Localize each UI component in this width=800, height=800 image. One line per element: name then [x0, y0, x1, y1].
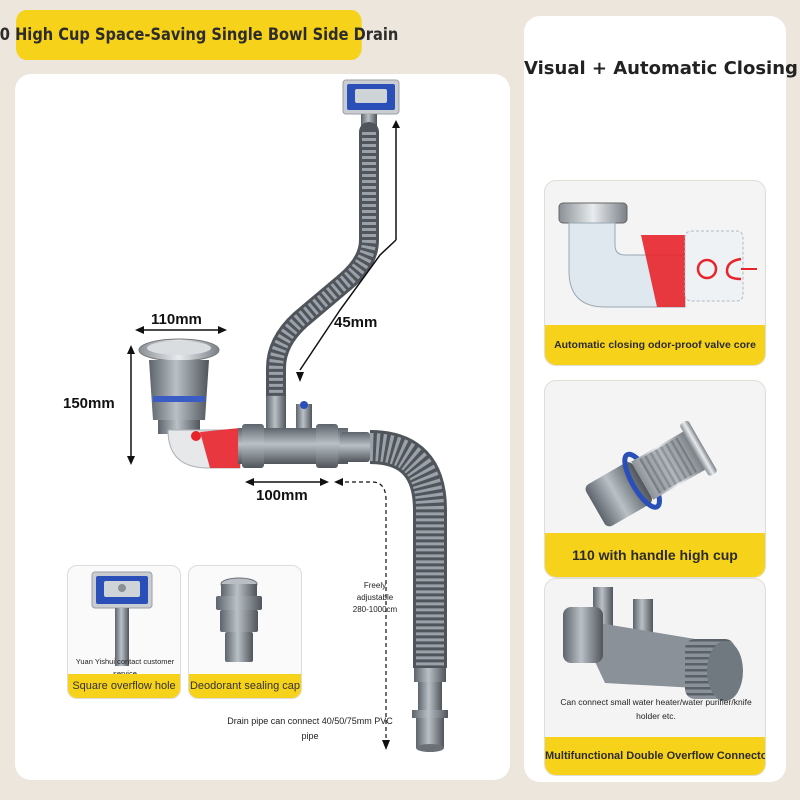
adjustable-note: Freely adjustable 280-1000cm	[352, 581, 398, 614]
dim-overflow-height: 45mm	[334, 314, 378, 331]
card-double-overflow: Can connect small water heater/water pur…	[544, 578, 766, 776]
dim-height: 150mm	[63, 395, 115, 412]
double-overflow-caption: Can connect small water heater/water pur…	[560, 697, 752, 721]
square-overflow-caption: Yuan Yishui contact customer service	[75, 657, 175, 678]
valve-core-image	[558, 202, 757, 308]
valve-core-label: Automatic closing odor-proof valve core	[545, 325, 765, 365]
square-overflow-image	[91, 571, 153, 666]
high-cup-label: 110 with handle high cup	[545, 533, 765, 577]
card-valve-core: Automatic closing odor-proof valve core	[544, 180, 766, 366]
high-cup-image	[585, 420, 717, 527]
features-panel: Visual + Automatic Closing Automatic clo…	[524, 16, 798, 782]
page-title: 110 High Cup Space-Saving Single Bowl Si…	[0, 10, 398, 60]
square-overflow-label: Square overflow hole	[68, 674, 180, 698]
double-overflow-image	[563, 587, 743, 701]
card-high-cup: 110 with handle high cup	[544, 380, 766, 578]
sink-strainer	[138, 338, 220, 434]
overflow-plate	[342, 79, 400, 115]
sealing-cap-label: Deodorant sealing cap	[189, 674, 301, 698]
double-overflow-label: Multifunctional Double Overflow Connecto…	[545, 737, 765, 775]
overflow-hose	[266, 122, 379, 415]
dim-spacing: 100mm	[256, 487, 308, 504]
card-sealing-cap: Deodorant sealing cap	[188, 565, 302, 699]
dim-width-top: 110mm	[151, 311, 202, 328]
drain-note: Drain pipe can connect 40/50/75mm PVC pi…	[227, 716, 393, 741]
features-title: Visual + Automatic Closing	[524, 58, 798, 79]
card-square-overflow: Yuan Yishui contact customer service Squ…	[67, 565, 181, 699]
sealing-cap-image	[216, 577, 262, 662]
red-valve-core	[200, 428, 240, 468]
